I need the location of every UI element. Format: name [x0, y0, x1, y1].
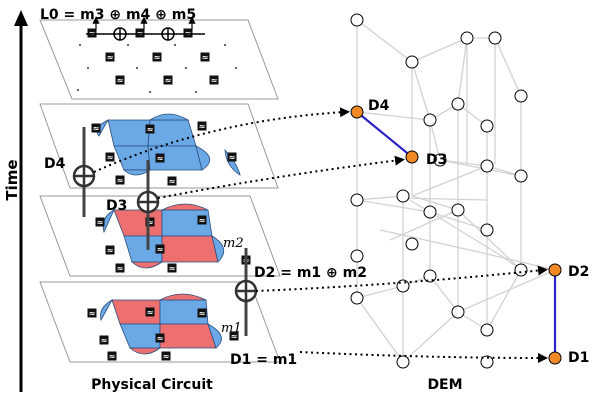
layer-0-dots: [77, 44, 237, 93]
dem-node-d2: [548, 263, 562, 277]
dem-node-d4: [350, 105, 364, 119]
dem-node-d1: [548, 351, 562, 365]
dem-edges: [356, 19, 556, 363]
oplus-icon: [161, 27, 175, 41]
dem-d2-label: D2: [568, 264, 589, 280]
arrow-d4: [93, 107, 350, 173]
arrow-d2: [255, 265, 548, 292]
m2-label: m2: [223, 236, 244, 251]
dem-d4-label: D4: [368, 98, 390, 114]
time-arrow-head: [14, 10, 28, 26]
caption-dem: DEM: [427, 377, 462, 393]
oplus-icon: [113, 27, 127, 41]
d2-equation: D2 = m1 ⊕ m2: [254, 265, 367, 281]
dem-node-d3: [405, 150, 419, 164]
d2-oplus-icon: [234, 279, 258, 303]
d4-label: D4: [44, 156, 66, 172]
d3-label: D3: [106, 198, 127, 214]
mapping-arrows: [93, 107, 548, 363]
dem-nodes: [350, 13, 528, 369]
layer-0: L0 = m3 ⊕ m4 ⊕ m5: [39, 7, 279, 100]
layer-3: [39, 281, 281, 363]
time-axis-label: Time: [3, 159, 21, 200]
arrow-d3: [157, 155, 405, 199]
m1-label: m1: [221, 321, 242, 336]
layer-2: [39, 195, 281, 277]
d3-oplus-icon: [136, 190, 160, 214]
logical-observable-label: L0 = m3 ⊕ m4 ⊕ m5: [40, 7, 196, 23]
caption-physical-circuit: Physical Circuit: [91, 377, 213, 393]
d4-oplus-icon: [72, 164, 96, 188]
time-axis: Time: [3, 10, 28, 392]
d1-equation: D1 = m1: [230, 352, 297, 368]
layer-3-plaquettes: [100, 293, 222, 355]
dem-d3-label: D3: [426, 152, 447, 168]
arrow-d1: [299, 351, 548, 363]
dem-d1-label: D1: [568, 350, 589, 366]
dem-edge-d4-d3: [356, 111, 413, 158]
layer-2-plaquettes: [102, 203, 225, 269]
